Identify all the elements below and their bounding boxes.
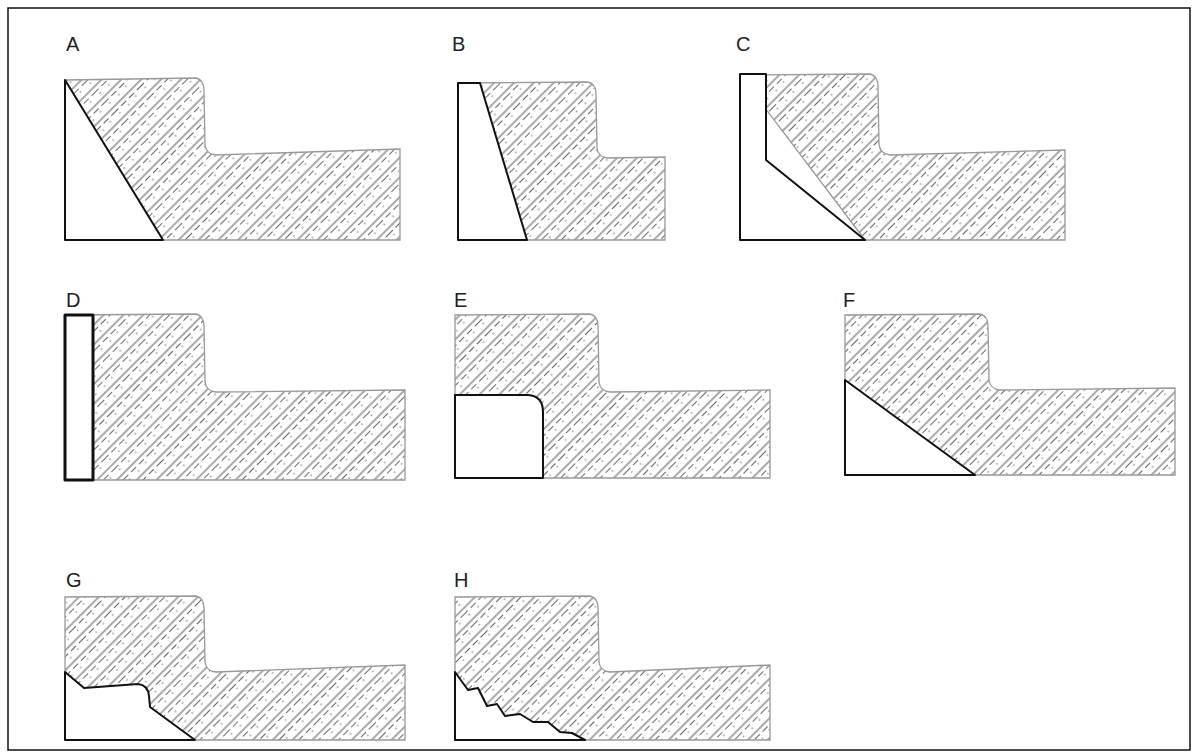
triangular-wedge <box>845 380 975 475</box>
stepped-wall <box>740 74 865 240</box>
soil-section <box>455 596 770 740</box>
panel-letter: E <box>454 290 467 310</box>
irregular-block <box>65 672 195 740</box>
soil-sections <box>65 74 1175 740</box>
structures <box>65 74 975 740</box>
soil-section <box>455 314 770 478</box>
panel-letter: H <box>454 570 468 590</box>
jagged-wedge <box>455 672 585 740</box>
panel-letter: G <box>66 570 82 590</box>
frame <box>8 8 1190 750</box>
panel-letter: D <box>66 290 80 310</box>
panel-letter: C <box>736 34 750 54</box>
soil-section <box>458 82 665 240</box>
soil-section <box>65 314 405 480</box>
triangular-wall <box>65 80 163 240</box>
soil-section <box>740 74 1065 240</box>
soil-section <box>65 78 400 240</box>
panel-letter: B <box>452 34 465 54</box>
slab-wall <box>65 315 93 480</box>
trapezoid-wall <box>458 83 527 240</box>
rounded-block <box>455 395 543 478</box>
soil-section <box>845 314 1175 475</box>
panel-letter: F <box>843 290 855 310</box>
panel-letter: A <box>66 34 79 54</box>
soil-section <box>65 596 405 740</box>
